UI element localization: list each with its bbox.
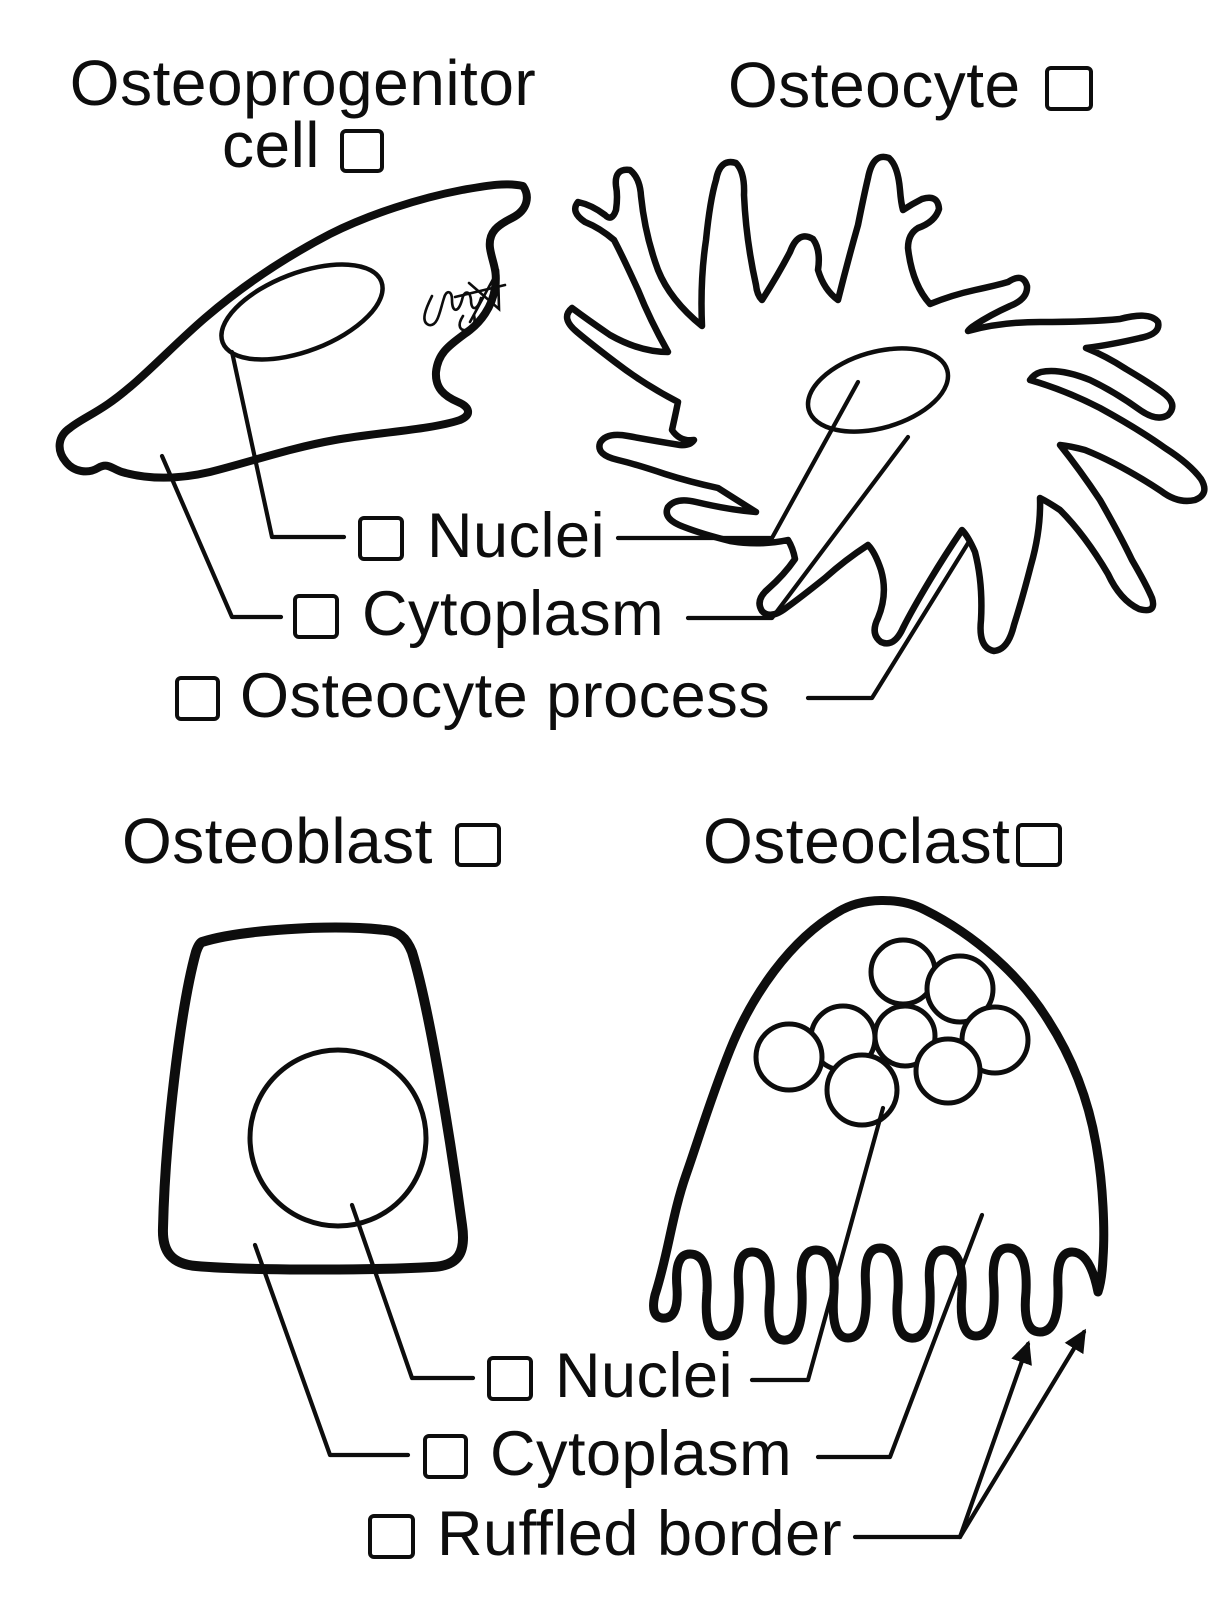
label-ruffled-border: Ruffled border: [437, 1499, 843, 1569]
leader-upper-cytoplasm-left: [159, 453, 284, 620]
label-lower-nuclei: Nuclei: [555, 1341, 734, 1411]
title-osteoblast: Osteoblast: [122, 805, 433, 877]
osteoclast-nucleus: [913, 1036, 983, 1106]
checkbox-ruffled-border[interactable]: [368, 1514, 415, 1559]
ruffled-border-arrow-1: [957, 1340, 1032, 1540]
title-osteoprogenitor-line2-text: cell: [221, 109, 321, 181]
osteoclast-nuclei-cluster: [753, 937, 1031, 1128]
label-upper-cytoplasm: Cytoplasm: [362, 579, 665, 649]
checkbox-upper-nuclei[interactable]: [358, 516, 404, 561]
osteoprogenitor-nucleus: [219, 262, 385, 362]
leader-upper-cytoplasm-right: [685, 434, 911, 621]
osteoclast-nucleus: [824, 1052, 900, 1128]
leader-lines: [159, 349, 1087, 1540]
label-upper-nuclei: Nuclei: [427, 501, 606, 571]
osteoclast-nucleus: [753, 1021, 825, 1093]
title-osteoclast: Osteoclast: [703, 805, 1011, 877]
checkbox-osteoprogenitor[interactable]: [340, 129, 385, 173]
checkbox-lower-cytoplasm[interactable]: [423, 1434, 468, 1479]
leader-lower-cytoplasm-left: [252, 1242, 411, 1458]
title-osteocyte: Osteocyte: [728, 49, 1021, 121]
label-osteocyte-process: Osteocyte process: [240, 661, 771, 731]
checkbox-osteocyte-process[interactable]: [175, 676, 220, 721]
checkbox-osteoclast[interactable]: [1016, 823, 1062, 867]
title-osteoprogenitor-cell: Osteoprogenitor cell: [57, 47, 549, 177]
osteoprogenitor-cell-outline: [55, 180, 531, 482]
osteoblast-nucleus: [247, 1047, 429, 1229]
ruffled-border-arrow-2: [957, 1328, 1087, 1540]
leader-upper-nuclei-right: [615, 379, 861, 541]
leader-upper-nuclei-left: [229, 349, 347, 540]
checkbox-upper-cytoplasm[interactable]: [293, 594, 339, 639]
signature-scribble: [423, 268, 507, 332]
checkbox-lower-nuclei[interactable]: [487, 1356, 533, 1401]
osteoclast-nucleus: [924, 953, 996, 1025]
checkbox-osteocyte[interactable]: [1045, 66, 1093, 111]
checkbox-osteoblast[interactable]: [455, 823, 501, 867]
title-osteoprogenitor-line1: Osteoprogenitor: [69, 47, 537, 119]
leader-lower-nuclei-left: [349, 1202, 476, 1381]
leader-lower-nuclei-right: [749, 1105, 886, 1383]
label-lower-cytoplasm: Cytoplasm: [490, 1419, 793, 1489]
leader-lower-cytoplasm-right: [815, 1212, 985, 1460]
leader-osteocyte-process: [805, 537, 973, 701]
title-osteoprogenitor-line2: cell: [57, 113, 549, 177]
